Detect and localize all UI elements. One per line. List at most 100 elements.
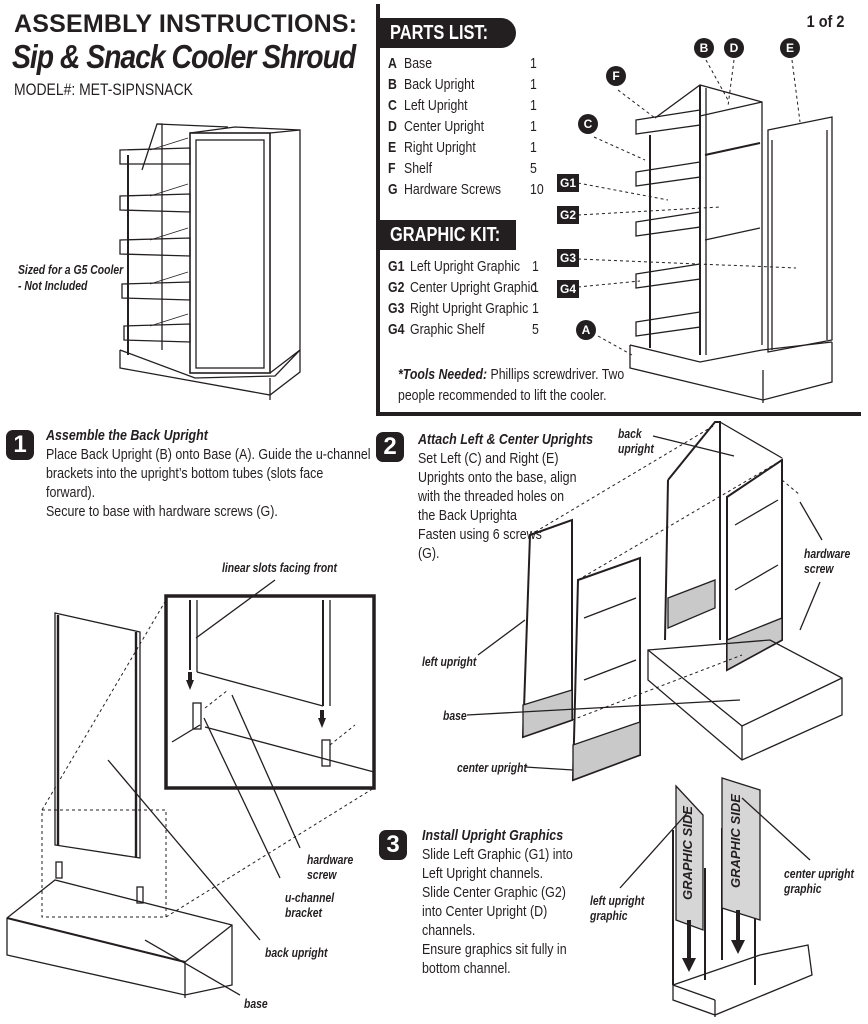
graphic-side-label: GRAPHIC SIDE xyxy=(728,794,743,888)
step-2-instructions: Attach Left & Center Uprights Set Left (… xyxy=(418,430,629,563)
part-qty: 1 xyxy=(530,97,537,114)
part-name: Hardware Screws xyxy=(404,181,502,198)
graphic-key: G4 xyxy=(388,321,405,338)
tools-label: *Tools Needed: xyxy=(398,366,488,383)
step-title: Install Upright Graphics xyxy=(422,827,564,844)
step-number-badge: 2 xyxy=(376,432,404,462)
callout-badge: B xyxy=(694,38,714,58)
part-key: E xyxy=(388,139,397,156)
step-line: into Center Upright (D) xyxy=(422,903,548,920)
page-indicator: 1 of 2 xyxy=(806,12,844,31)
cooler-note: Sized for a G5 Cooler - Not Included xyxy=(18,262,123,294)
graphic-qty: 1 xyxy=(532,258,539,275)
label-back-upright: back upright xyxy=(618,426,654,456)
label-line: center upright xyxy=(784,866,854,881)
graphic-callout-badge: G1 xyxy=(557,174,580,192)
graphic-side-label: GRAPHIC SIDE xyxy=(680,806,695,900)
graphic-key: G3 xyxy=(388,300,405,317)
graphic-qty: 5 xyxy=(532,321,539,338)
label-u-channel-bracket: u-channel bracket xyxy=(285,890,334,920)
label-center-upright-graphic: center upright graphic xyxy=(784,866,854,896)
step-line: Set Left (C) and Right (E) xyxy=(418,450,559,467)
label-line: screw xyxy=(307,867,337,882)
part-name: Back Upright xyxy=(404,76,475,93)
part-qty: 1 xyxy=(530,76,537,93)
graphic-qty: 1 xyxy=(532,300,539,317)
exploded-shelves xyxy=(635,109,701,337)
callout-badge: C xyxy=(578,114,598,134)
label-line: graphic xyxy=(784,881,822,896)
parts-list-heading: PARTS LIST: xyxy=(378,18,516,48)
step-line: the Back Uprighta xyxy=(418,507,517,524)
label-back-upright: back upright xyxy=(265,945,328,960)
part-name: Shelf xyxy=(404,160,433,177)
graphic-name: Right Upright Graphic xyxy=(410,300,529,317)
label-hardware-screw: hardware screw xyxy=(804,546,850,576)
label-center-upright: center upright xyxy=(457,760,527,775)
label-line: graphic xyxy=(590,908,628,923)
graphic-name: Left Upright Graphic xyxy=(410,258,521,275)
callout-badge: E xyxy=(780,38,800,58)
step-number-badge: 3 xyxy=(379,830,407,860)
label-linear-slots: linear slots facing front xyxy=(222,560,337,575)
step-title: Attach Left & Center Uprights xyxy=(418,431,594,448)
part-name: Base xyxy=(404,55,433,72)
step-line: bottom channel. xyxy=(422,960,511,977)
step-line: brackets into the upright’s bottom tubes… xyxy=(46,465,324,482)
part-qty: 5 xyxy=(530,160,537,177)
callout-badge: F xyxy=(606,66,626,86)
step-line: Secure to base with hardware screws (G). xyxy=(46,503,278,520)
label-hardware-screw: hardware screw xyxy=(307,852,353,882)
part-qty: 1 xyxy=(530,55,537,72)
tools-line1: Phillips screwdriver. Two xyxy=(487,366,625,383)
graphic-kit-heading: GRAPHIC KIT: xyxy=(378,220,516,250)
model-number: MODEL#: MET-SIPNSNACK xyxy=(14,80,193,99)
part-qty: 10 xyxy=(530,181,544,198)
callout-badge: A xyxy=(576,320,596,340)
part-qty: 1 xyxy=(530,139,537,156)
label-line: upright xyxy=(618,441,654,456)
step-line: (G). xyxy=(418,545,440,562)
part-key: A xyxy=(388,55,397,72)
part-key: G xyxy=(388,181,398,198)
cooler-note-line2: - Not Included xyxy=(18,278,88,293)
label-line: bracket xyxy=(285,905,322,920)
label-base: base xyxy=(244,996,268,1011)
header-eyebrow: ASSEMBLY INSTRUCTIONS: xyxy=(14,10,358,38)
label-line: back xyxy=(618,426,642,441)
part-key: B xyxy=(388,76,397,93)
graphic-key: G2 xyxy=(388,279,405,296)
step-1-instructions: Assemble the Back Upright Place Back Upr… xyxy=(46,426,437,521)
part-name: Center Upright xyxy=(404,118,484,135)
label-line: hardware xyxy=(307,852,354,867)
part-name: Right Upright xyxy=(404,139,476,156)
label-line: left upright xyxy=(590,893,645,908)
step-line: Left Upright channels. xyxy=(422,865,544,882)
graphic-name: Graphic Shelf xyxy=(410,321,485,338)
graphic-callout-badge: G4 xyxy=(557,280,580,298)
document-title: Sip & Snack Cooler Shroud xyxy=(12,38,356,75)
label-line: u-channel xyxy=(285,890,335,905)
callout-badge: D xyxy=(724,38,744,58)
step-line: Uprights onto the base, align xyxy=(418,469,577,486)
graphic-callout-badge: G2 xyxy=(557,206,580,224)
graphic-qty: 1 xyxy=(532,279,539,296)
label-base: base xyxy=(443,708,467,723)
label-line: screw xyxy=(804,561,834,576)
graphic-key: G1 xyxy=(388,258,405,275)
step-line: Place Back Upright (B) onto Base (A). Gu… xyxy=(46,446,371,463)
panel-border xyxy=(376,4,380,416)
step-title: Assemble the Back Upright xyxy=(46,427,208,444)
part-key: C xyxy=(388,97,397,114)
step-3-instructions: Install Upright Graphics Slide Left Grap… xyxy=(422,826,604,978)
label-left-upright: left upright xyxy=(422,654,477,669)
part-key: D xyxy=(388,118,397,135)
part-key: F xyxy=(388,160,396,177)
